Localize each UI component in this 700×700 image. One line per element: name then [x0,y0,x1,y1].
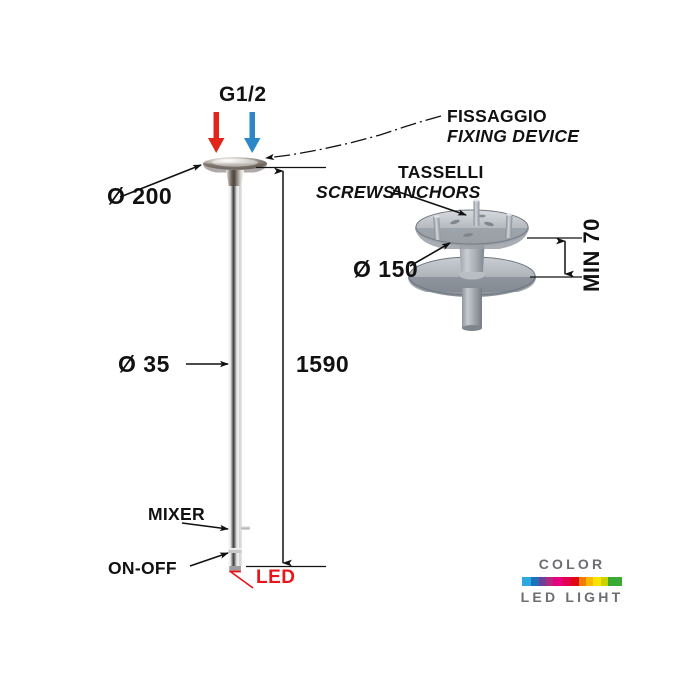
leader-bracket-diameter [409,242,451,267]
label-mixer: MIXER [148,504,205,524]
label-min-depth: MIN 70 [579,218,604,292]
label-pole-diameter: Ø 35 [118,351,170,377]
on-off-control [228,548,242,553]
ceiling-flange [203,157,267,173]
label-anchors-en-screws: SCREWS [316,182,395,202]
color-led-light-logo: COLOR LED LIGHT [512,556,632,606]
led-leader-line [230,571,254,589]
leader-on-off [189,552,229,567]
label-bracket-diameter: Ø 150 [353,256,419,282]
leader-flange-diameter [119,164,202,198]
detail-cover-disc [408,256,536,297]
logo-line-color: COLOR [538,556,606,572]
leader-anchors [392,189,467,216]
label-led: LED [256,567,296,588]
leader-mixer [181,522,229,532]
label-inlet-thread: G1/2 [219,83,267,106]
detail-pole [462,288,482,331]
label-fixing-device-it: FISSAGGIO [447,106,547,126]
led-tip [229,566,241,571]
label-total-height: 1590 [296,351,350,377]
logo-rainbow-bar [522,576,622,586]
cold-water-inlet-arrow [244,112,261,153]
logo-line-led-light: LED LIGHT [520,588,624,605]
leader-fixing-device [265,115,442,161]
label-flange-diameter: Ø 200 [107,183,173,209]
label-on-off: ON-OFF [108,558,177,578]
label-anchors-it: TASSELLI [398,162,484,182]
hot-water-inlet-arrow [208,112,225,153]
dimension-1590 [246,166,326,568]
label-fixing-device-en: FIXING DEVICE [447,126,580,146]
mixer-control [241,526,250,530]
dimension-min-70 [527,237,582,278]
detail-anchor-screws [433,199,513,241]
shower-column-pole [229,186,241,566]
label-anchors-en-anchors: ANCHORS [390,182,481,202]
